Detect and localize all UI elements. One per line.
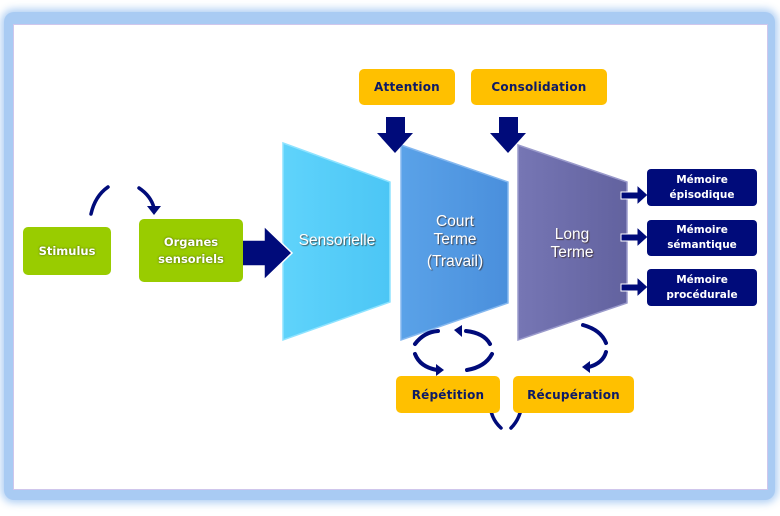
memory-procedural-box: Mémoire procédurale [647,269,757,306]
recuperation-label: Récupération [527,387,620,402]
arrow-to-procedural [620,275,649,299]
short-term-stage-label: Court Terme (Travail) [405,213,505,271]
arrowhead-retrieval [582,361,590,373]
memory-semantic-line2: sémantique [667,239,737,251]
short-term-stage-shape [400,143,509,342]
arrow-attention-down [377,117,413,153]
curve-arrow-organs [137,186,156,210]
consolidation-label: Consolidation [491,80,587,94]
memory-episodic-box: Mémoire épisodique [647,169,757,206]
sensory-stage-shape [282,141,391,342]
loop-repetition-top-left [413,329,440,346]
arrow-to-semantic [620,225,649,249]
loop-repetition-bottom-right [465,352,494,372]
short-term-line2: Terme [433,231,477,248]
attention-box: Attention [359,69,455,105]
long-term-stage-shape [517,143,628,342]
stimulus-label: Stimulus [38,243,96,258]
memory-procedural-line2: procédurale [666,288,738,301]
repetition-box: Répétition [396,376,500,413]
recuperation-box: Récupération [513,376,634,413]
long-term-line2: Terme [550,244,594,261]
memory-procedural-line1: Mémoire [676,273,728,286]
sensory-organs-label-line2: sensoriels [158,251,224,266]
arrowhead-organs [147,206,161,215]
memory-episodic-line1: Mémoire [676,173,728,186]
attention-label: Attention [374,80,440,94]
curve-retrieval-top [581,323,608,345]
sensory-organs-box: Organes sensoriels [139,219,243,282]
curve-arrow-stimulus [89,185,110,216]
loop-repetition-top-right [464,329,492,346]
short-term-line1: Court [436,213,474,230]
memory-episodic-line2: épisodique [669,188,735,201]
stimulus-box: Stimulus [23,227,111,275]
arrow-consolidation-down [490,117,526,153]
arrow-organs-to-sensory [240,224,294,282]
memory-semantic-box: Mémoire sémantique [647,220,757,256]
curve-retrieval-bottom [587,350,608,369]
memory-semantic-line1: Mémoire [676,224,728,236]
sensory-stage-text: Sensorielle [298,232,376,249]
sensory-stage-label: Sensorielle [290,232,384,250]
repetition-label: Répétition [411,387,485,402]
consolidation-box: Consolidation [471,69,607,105]
loop-repetition-bottom-left [413,352,439,372]
arrow-to-episodic [620,183,649,207]
long-term-line1: Long [554,226,590,243]
arrowhead-loop-top [454,325,462,337]
arrowhead-loop-bottom [436,364,444,376]
short-term-line3: (Travail) [426,253,484,270]
long-term-stage-label: Long Terme [522,226,622,262]
sensory-organs-label-line1: Organes [163,234,219,249]
